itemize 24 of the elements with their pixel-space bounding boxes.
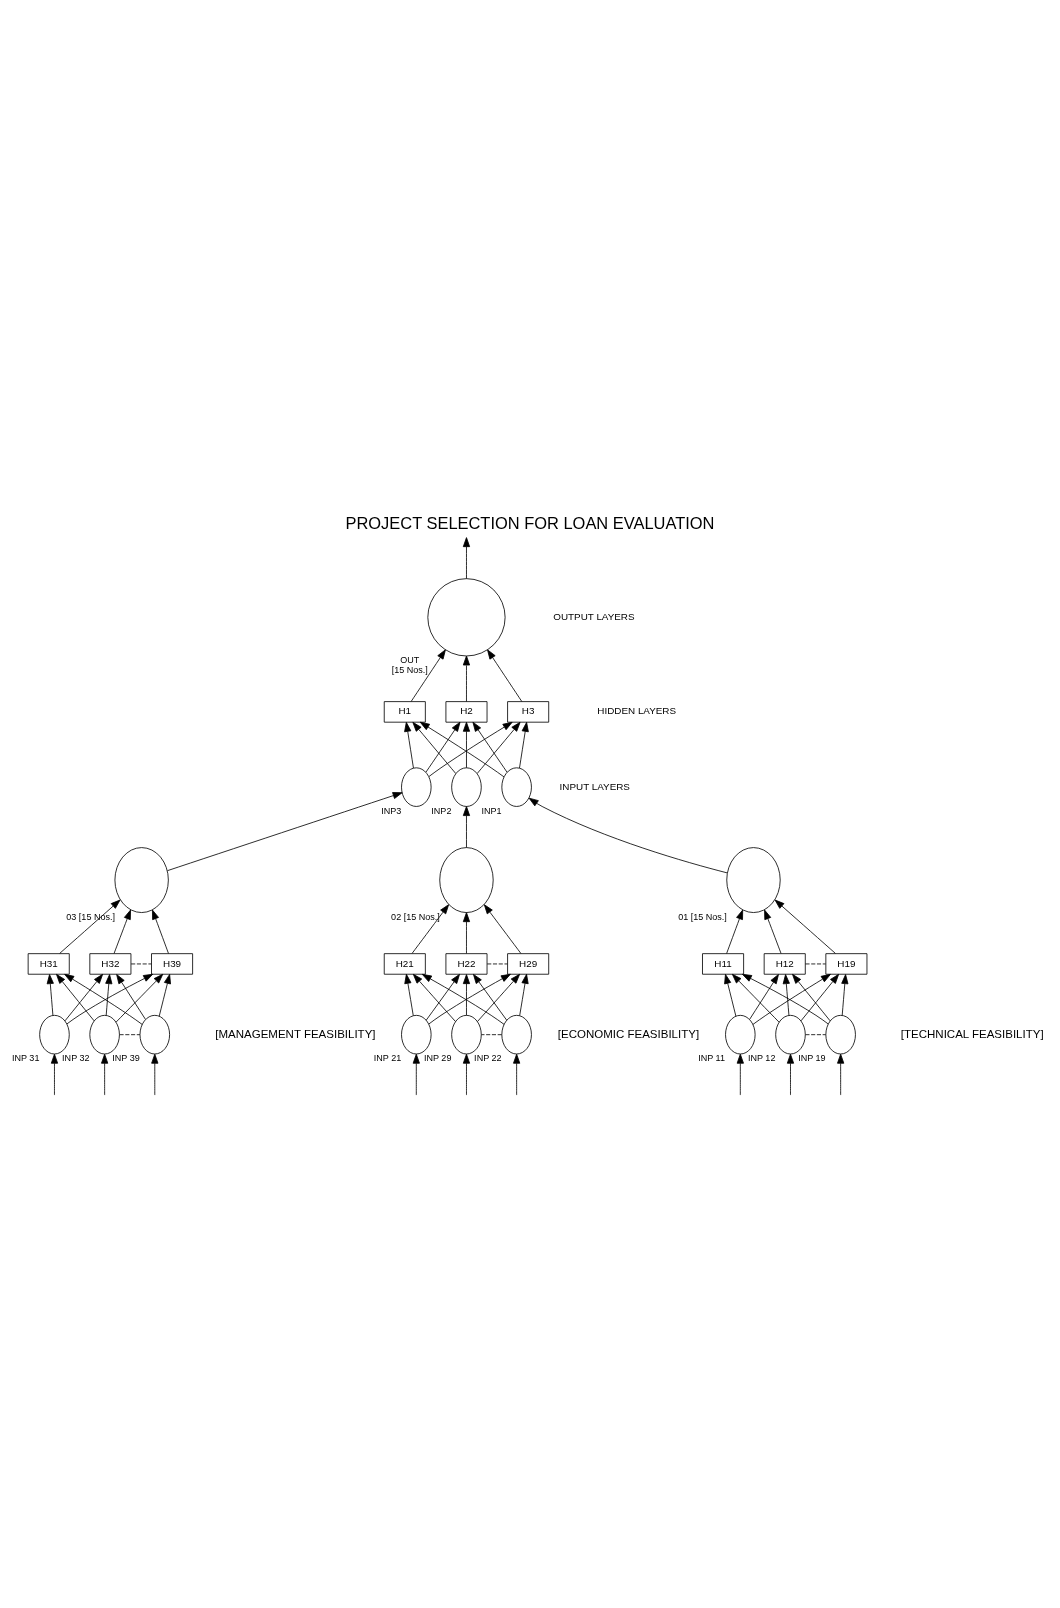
node-label: INP 39 [112,1053,140,1064]
label: INPUT LAYERS [559,780,630,792]
node-label: INP 21 [373,1053,402,1064]
node-label: INP 11 [698,1053,725,1064]
node-label: 02 [15 Nos.] [391,911,440,922]
node-label: INP 29 [423,1053,452,1064]
label: [TECHNICAL FEASIBILITY] [900,1027,1044,1040]
node-label: INP 31 [11,1053,40,1064]
node-label: OUT [400,655,420,666]
label: [ECONOMIC FEASIBILITY] [557,1027,700,1040]
diagram-title: PROJECT SELECTION FOR LOAN EVALUATION [345,513,715,532]
node-label: INP 19 [798,1053,826,1064]
label: [MANAGEMENT FEASIBILITY] [215,1027,376,1040]
node-label: INP 32 [62,1053,90,1064]
label: OUTPUT LAYERS [553,610,635,622]
node-label: INP2 [431,805,452,816]
node-label: INP 22 [474,1053,502,1064]
node-label: INP1 [481,805,502,816]
node-label: 03 [15 Nos.] [66,911,115,922]
label: HIDDEN LAYERS [597,705,677,717]
node-label: 01 [15 Nos.] [678,911,727,922]
node-label: INP3 [381,805,402,816]
node-label: [15 Nos.] [391,665,428,676]
node-label: INP 12 [747,1053,776,1064]
